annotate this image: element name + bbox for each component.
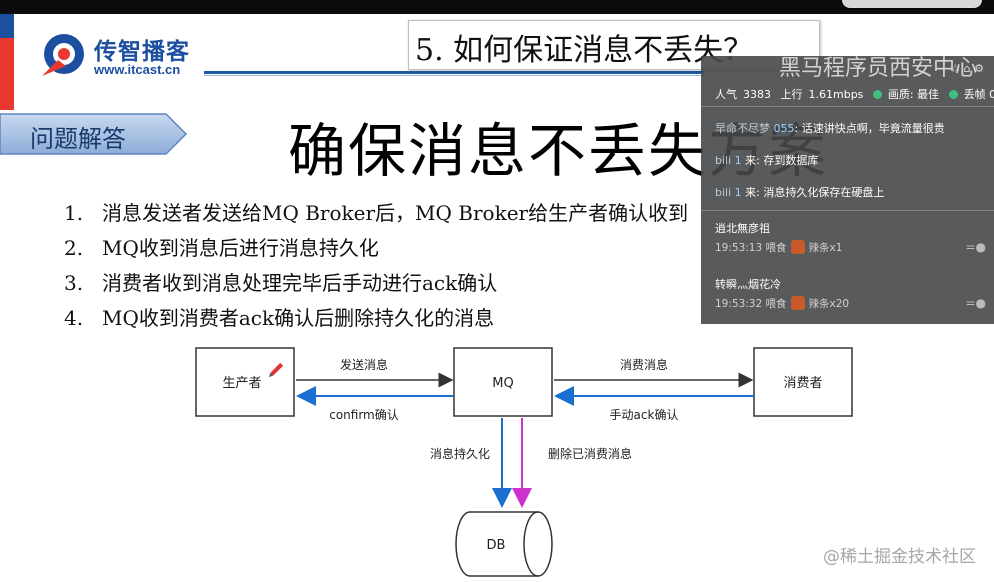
- star-icon[interactable]: ☆: [950, 62, 961, 75]
- section-tag-arrow: [0, 113, 188, 155]
- gift-sender-name: 逍北無彦祖: [715, 222, 770, 235]
- header-rule: [204, 71, 704, 74]
- mq-box: [453, 347, 553, 417]
- gift-sender-name: 转瞬灬烟花冷: [715, 278, 781, 291]
- pencil-icon: [268, 362, 284, 378]
- consume-label: 消费消息: [620, 357, 668, 372]
- ack-label: 手动ack确认: [610, 408, 679, 422]
- mq-label: MQ: [492, 376, 513, 391]
- list-item: 4.MQ收到消费者ack确认后删除持久化的消息: [64, 306, 495, 330]
- header-rule-thin: [204, 75, 704, 76]
- producer-box: [195, 347, 295, 417]
- section-tag-label: 问题解答: [30, 125, 126, 153]
- channel-title: 黑马程序员西安中心: [779, 56, 978, 81]
- send-label: 发送消息: [340, 357, 388, 372]
- overlay-divider: [701, 106, 994, 107]
- gift-icon: [790, 240, 805, 254]
- delete-label: 删除已消费消息: [548, 446, 632, 461]
- chat-message: bili 1 来: 存到数据库: [715, 154, 819, 167]
- logo-chinese-name: 传智播客: [94, 39, 190, 65]
- persist-label: 消息持久化: [430, 446, 490, 461]
- slide-edge-strip: [0, 14, 14, 110]
- itcast-logo: 传智播客 www.itcast.cn: [36, 28, 206, 84]
- chat-message: bili 1 来: 消息持久化保存在硬盘上: [715, 186, 885, 199]
- watermark: @稀土掘金技术社区: [823, 547, 976, 567]
- consumer-label: 消费者: [783, 376, 822, 391]
- db-cylinder: [455, 511, 553, 577]
- flow-diagram: 生产者 MQ 消费者 发送消息 confirm确认 消费消息 手动ack确认 消…: [195, 347, 853, 577]
- gear-icon[interactable]: ⚙: [974, 62, 984, 75]
- list-item: 2.MQ收到消息后进行消息持久化: [64, 236, 379, 260]
- gift-event: 19:53:32 喂食辣条x20: [715, 296, 850, 310]
- logo-url: www.itcast.cn: [94, 62, 181, 77]
- section-tag: 问题解答: [0, 112, 190, 156]
- quality-status-icon: [872, 90, 882, 99]
- overlay-divider: [701, 210, 994, 211]
- step-list: 1.消息发送者发送给MQ Broker后，MQ Broker给生产者确认收到 2…: [64, 196, 688, 336]
- itcast-logo-icon: [42, 34, 84, 76]
- overlay-controls[interactable]: ☆ ⌂ ⚙: [950, 62, 984, 75]
- gift-icon: [790, 296, 805, 310]
- gift-menu-icon[interactable]: =●: [965, 240, 986, 254]
- list-item: 1.消息发送者发送给MQ Broker后，MQ Broker给生产者确认收到: [64, 201, 689, 225]
- lock-icon[interactable]: ⌂: [963, 62, 971, 75]
- frame-status-icon: [948, 90, 958, 99]
- window-pill: [842, 0, 982, 8]
- gift-event: 19:53:13 喂食辣条x1: [715, 240, 843, 254]
- top-bar: [0, 0, 994, 14]
- confirm-label: confirm确认: [329, 408, 399, 422]
- gift-menu-icon[interactable]: =●: [965, 296, 986, 310]
- consumer-box: [753, 347, 853, 417]
- slide-title: 5. 如何保证消息不丢失？: [415, 33, 754, 68]
- producer-label: 生产者: [222, 376, 261, 391]
- list-item: 3.消费者收到消息处理完毕后手动进行ack确认: [64, 271, 498, 295]
- chat-message: 早命不尽梦 055: 话速讲快点啊，毕竟流量很贵: [715, 122, 945, 135]
- db-label: DB: [487, 538, 506, 553]
